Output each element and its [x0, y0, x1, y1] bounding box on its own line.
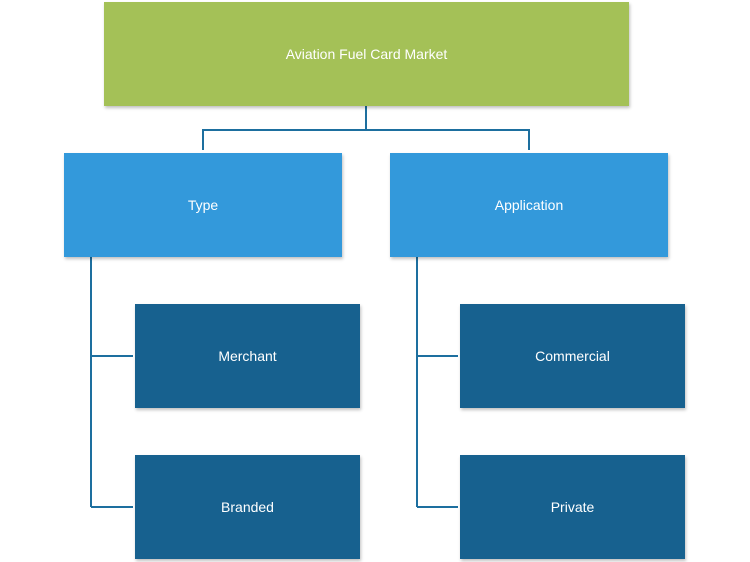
branch-node-application-label: Application [494, 197, 564, 213]
leaf-node-commercial-label: Commercial [535, 348, 610, 364]
leaf-node-merchant-label: Merchant [218, 348, 277, 364]
leaf-node-private: Private [460, 455, 685, 559]
branch-node-type: Type [64, 153, 342, 257]
connector-application-children [416, 257, 458, 508]
leaf-node-merchant: Merchant [135, 304, 360, 408]
branch-node-application: Application [390, 153, 668, 257]
leaf-node-commercial: Commercial [460, 304, 685, 408]
connector-root-to-branches [202, 106, 530, 150]
connector-type-children [90, 257, 133, 508]
leaf-node-private-label: Private [550, 499, 595, 515]
root-node: Aviation Fuel Card Market [104, 2, 629, 106]
root-node-label: Aviation Fuel Card Market [285, 46, 448, 62]
branch-node-type-label: Type [187, 197, 219, 213]
leaf-node-branded-label: Branded [221, 499, 274, 515]
leaf-node-branded: Branded [135, 455, 360, 559]
